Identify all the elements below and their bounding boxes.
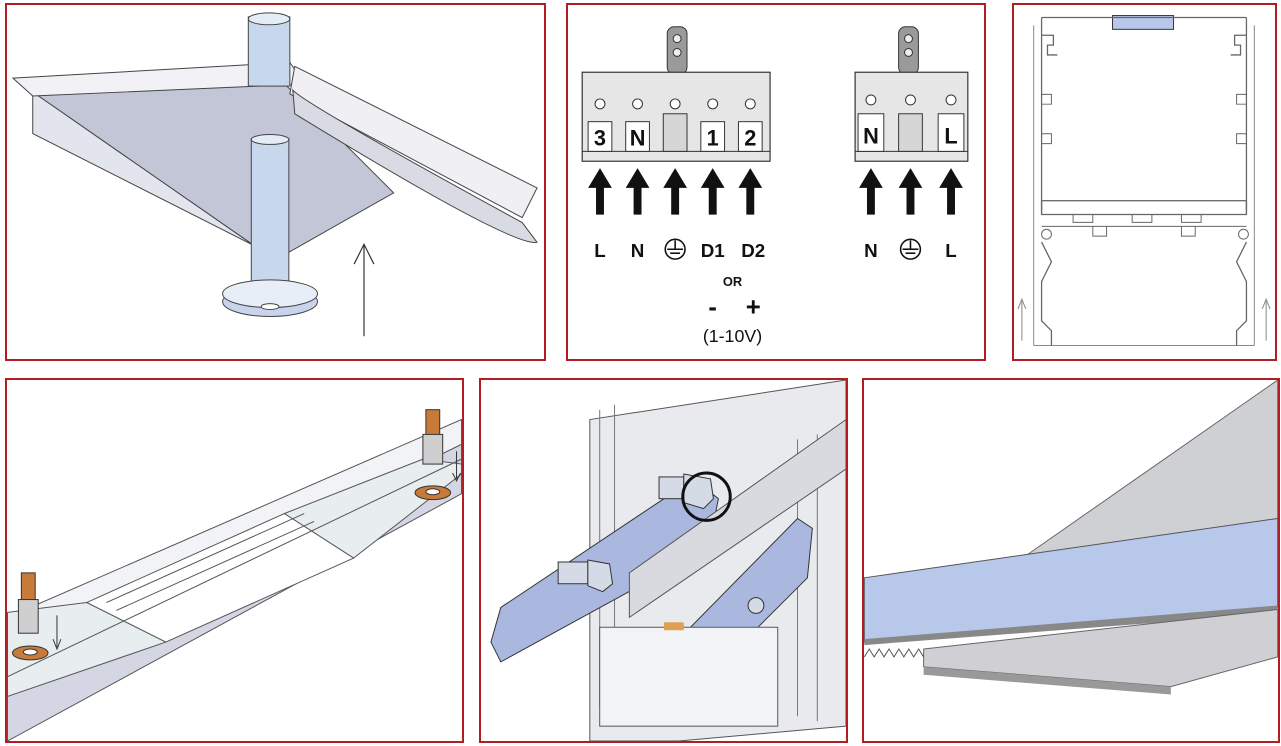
- label-basic-l: L: [945, 240, 956, 261]
- slot-1-text: 1: [707, 125, 719, 150]
- ground-symbol-icon-basic: [899, 238, 922, 260]
- highlight-circle: [681, 471, 732, 522]
- joiner-plate-illustration: [490, 380, 846, 741]
- label-basic-n: N: [864, 240, 878, 261]
- cable-clamp-icon: [666, 26, 688, 75]
- label-n: N: [631, 240, 645, 261]
- slot-basic-l-text: L: [944, 123, 957, 148]
- panel-saw-cut: [862, 378, 1280, 743]
- slot-basic-n-text: N: [863, 123, 879, 148]
- label-range: (1-10V): [703, 326, 762, 346]
- ground-symbol-icon: [664, 238, 686, 260]
- label-plus: +: [746, 293, 761, 321]
- panel-screw-mounting: [5, 378, 464, 743]
- saw-cutting-illustration: [864, 380, 1278, 695]
- screw-icon-right: [414, 409, 452, 501]
- label-minus: -: [708, 293, 717, 321]
- label-d2: D2: [741, 240, 765, 261]
- terminal-wiring-diagram: 3 N 1 2 N L: [581, 26, 969, 346]
- basic-arrows: [859, 168, 963, 215]
- slot-3-text: 3: [594, 125, 606, 150]
- panel-joiner-plates: [479, 378, 848, 743]
- screw-icon-left: [11, 572, 49, 661]
- dim-arrows: [588, 168, 763, 215]
- panel-rod-bracket: [5, 3, 546, 361]
- slot-n-text: N: [630, 125, 646, 150]
- panel-terminal-wiring: 3 N 1 2 N L: [566, 3, 986, 361]
- label-d1: D1: [701, 240, 725, 261]
- label-or: OR: [723, 274, 743, 289]
- basic-slots: N L: [857, 94, 965, 152]
- cable-clamp-icon-right: [898, 26, 919, 75]
- dim-slots: 3 N 1 2: [587, 98, 763, 152]
- label-l: L: [594, 240, 605, 261]
- profile-cross-section: [1017, 15, 1271, 346]
- slot-2-text: 2: [744, 125, 756, 150]
- rod-bracket-illustration: [11, 12, 538, 337]
- screw-mounting-illustration: [7, 409, 462, 741]
- panel-profile-section: [1012, 3, 1277, 361]
- bolt-icon-lower: [557, 559, 614, 593]
